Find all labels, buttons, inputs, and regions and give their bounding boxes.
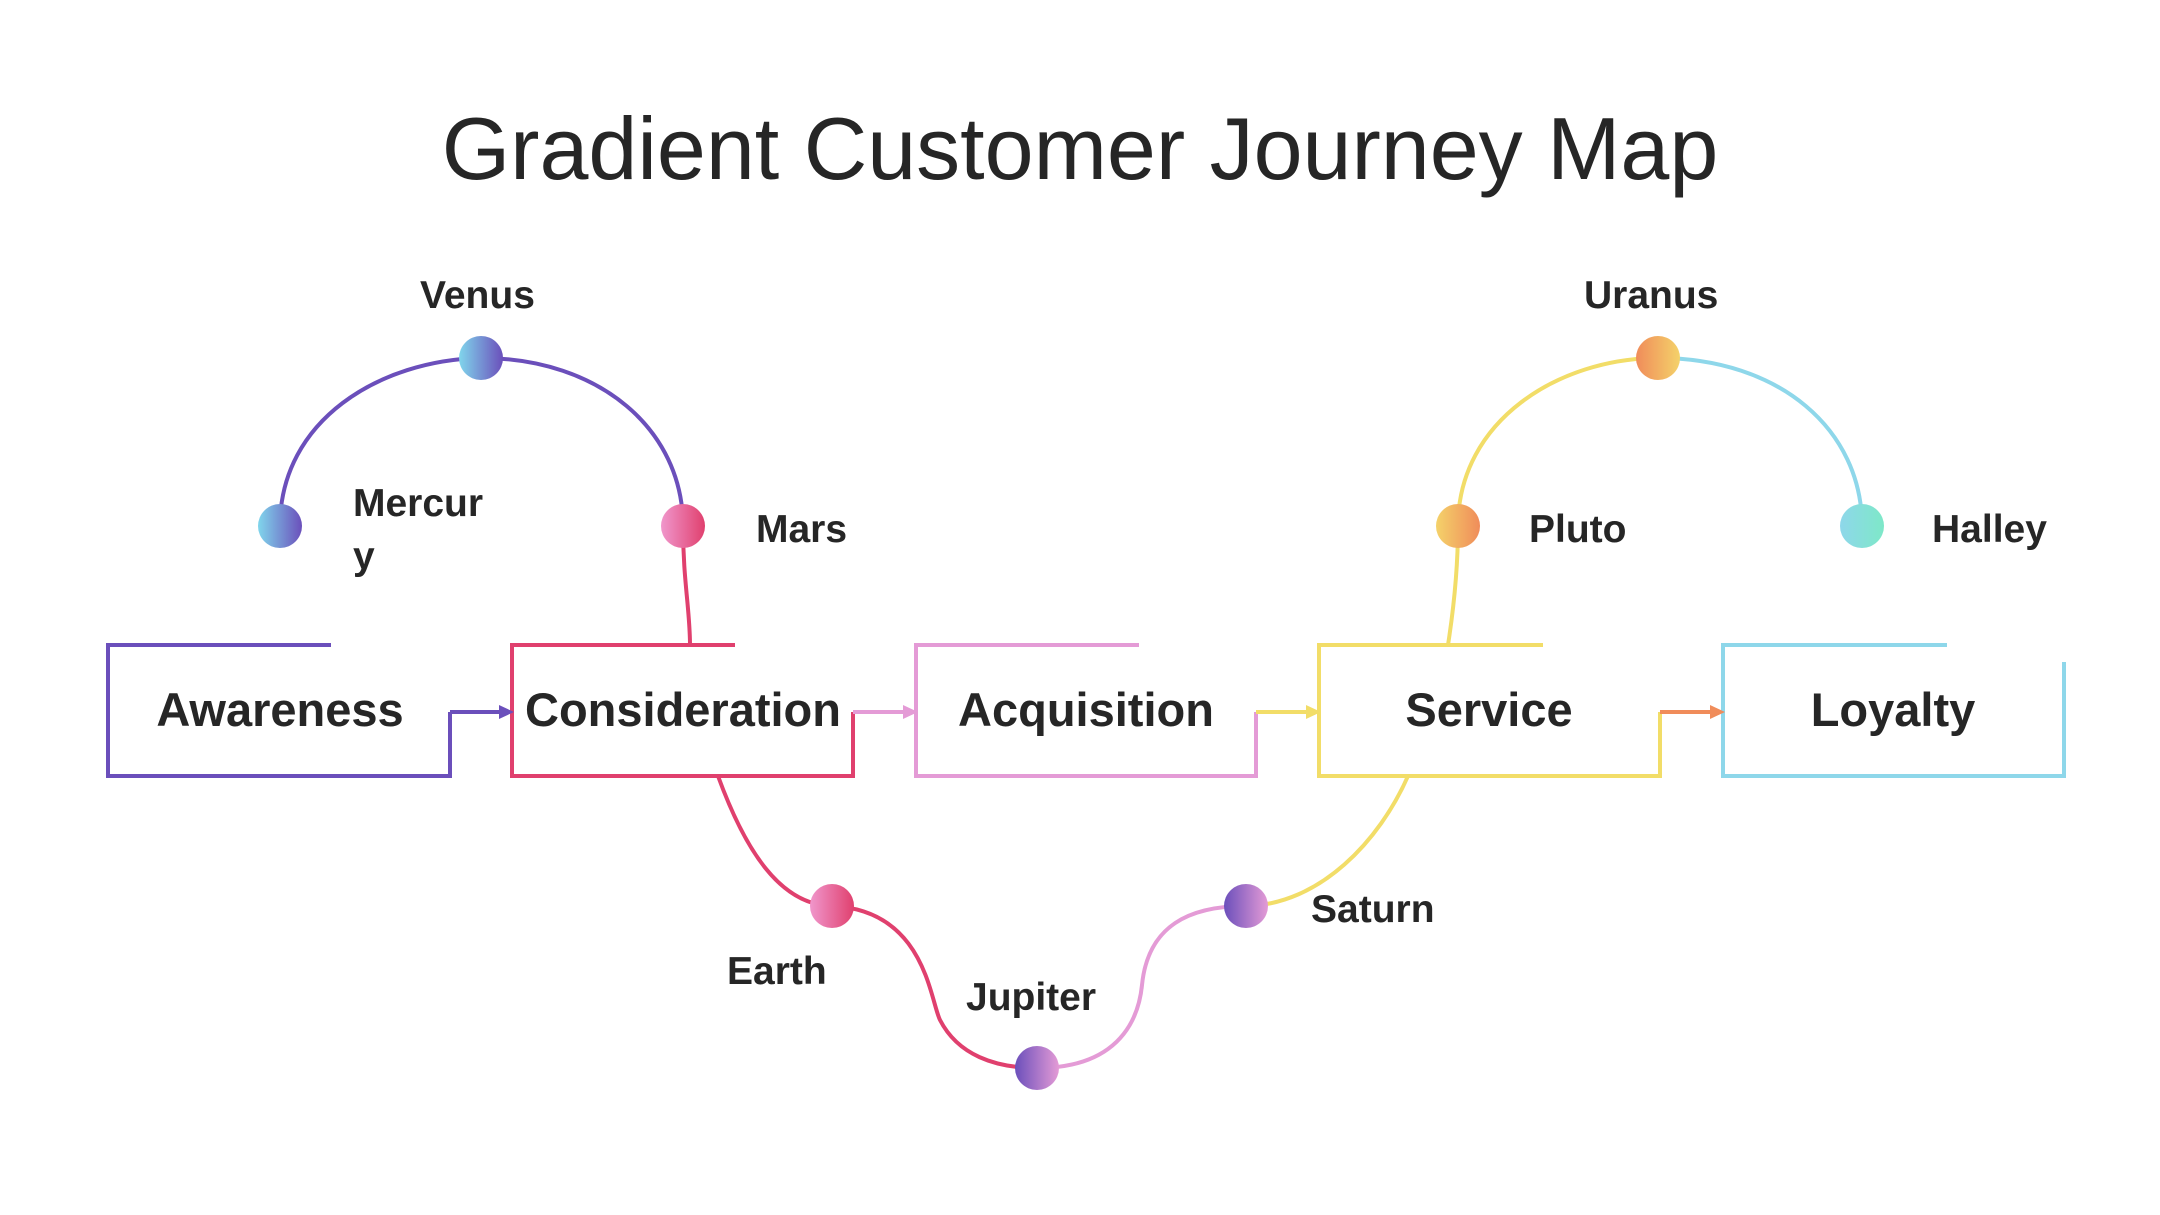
path-venus-mars (480, 356, 685, 527)
node-mars (661, 504, 705, 548)
stage-label-consideration: Consideration (525, 682, 841, 736)
node-label-saturn: Saturn (1311, 888, 1435, 931)
node-halley (1840, 504, 1884, 548)
node-mercury (258, 504, 302, 548)
node-label-halley: Halley (1932, 508, 2047, 551)
node-pluto (1436, 504, 1480, 548)
connector-service-loyalty (1660, 705, 1725, 719)
node-label-jupiter: Jupiter (966, 976, 1097, 1019)
stage-box-consideration (510, 643, 855, 778)
stage-box-loyalty (1721, 643, 2066, 778)
stage-label-acquisition: Acquisition (958, 682, 1214, 736)
connector-acquisition-service (1256, 705, 1321, 719)
node-jupiter (1015, 1046, 1059, 1090)
page-title: Gradient Customer Journey Map (441, 99, 1719, 198)
path-earth-jupiter (831, 904, 1038, 1070)
stage-box-acquisition (914, 643, 1258, 778)
stage-label-awareness: Awareness (156, 682, 404, 736)
path-uranus-halley (1657, 356, 1864, 527)
stage-box-awareness (106, 643, 452, 778)
node-label-uranus: Uranus (1584, 274, 1719, 317)
path-consideration-earth (716, 775, 833, 908)
node-label-pluto: Pluto (1529, 508, 1627, 551)
node-label-earth: Earth (727, 950, 827, 993)
connector-consideration-acquisition (853, 705, 918, 719)
stage-label-loyalty: Loyalty (1810, 682, 1976, 736)
stage-label-service: Service (1405, 682, 1573, 736)
path-saturn-service (1245, 775, 1410, 908)
node-saturn (1224, 884, 1268, 928)
node-uranus (1636, 336, 1680, 380)
path-jupiter-saturn (1036, 904, 1247, 1070)
stage-box-service (1317, 643, 1662, 778)
node-venus (459, 336, 503, 380)
connector-awareness-consideration (450, 705, 514, 719)
node-label-mercury: Mercury (353, 482, 484, 578)
path-mercury-venus (278, 356, 482, 527)
node-label-venus: Venus (420, 274, 535, 317)
node-label-mars: Mars (756, 508, 848, 551)
node-earth (810, 884, 854, 928)
path-pluto-uranus (1456, 356, 1659, 527)
